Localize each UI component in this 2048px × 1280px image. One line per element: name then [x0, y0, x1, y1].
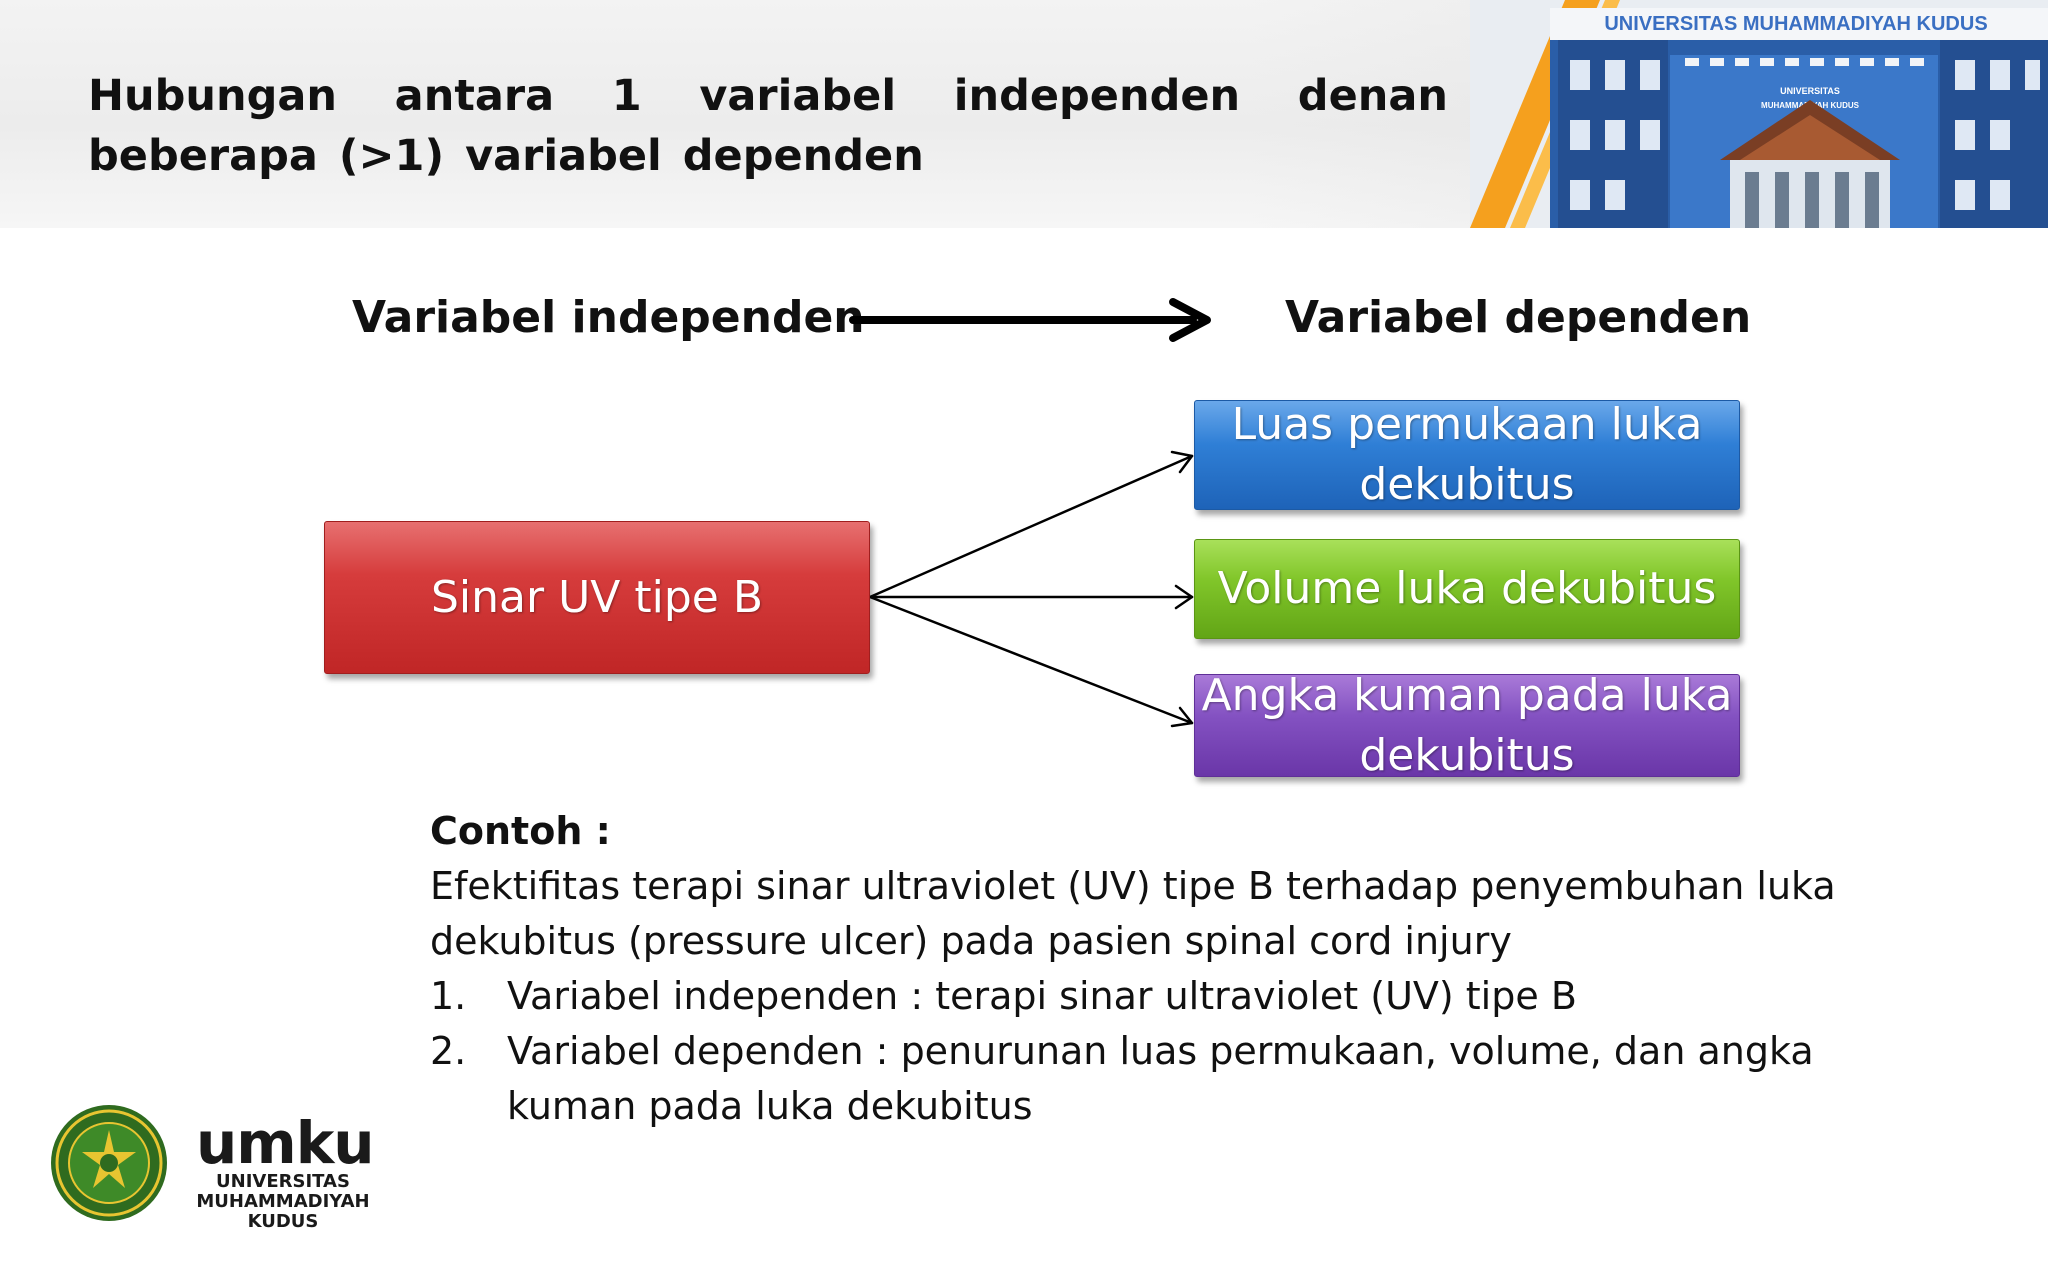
campus-building-photo: UNIVERSITAS MUHAMMADIYAH KUDUS UNIVERSIT… — [1470, 0, 2048, 228]
independent-variable-box: Sinar UV tipe B — [324, 521, 870, 674]
header-sign-text: UNIVERSITAS MUHAMMADIYAH KUDUS — [1604, 13, 1987, 35]
example-text: Efektifitas terapi sinar ultraviolet (UV… — [430, 864, 1836, 963]
heading-arrow — [849, 298, 1211, 342]
dependent-box-germ-count: Angka kuman pada luka dekubitus — [1194, 670, 1740, 781]
heading-dependent-variable: Variabel dependen — [1285, 292, 1752, 343]
logo-line-2: MUHAMMADIYAH — [196, 1191, 370, 1212]
arrow-to-volume — [868, 584, 1194, 610]
facade-text-1: UNIVERSITAS — [1780, 86, 1840, 96]
arrow-to-germ-count — [868, 595, 1194, 728]
dependent-box-label: Luas permukaan luka dekubitus — [1231, 399, 1703, 510]
dependent-box-volume: Volume luka dekubitus — [1194, 539, 1740, 639]
list-number: 2. — [430, 1029, 467, 1073]
list-item: 2. Variabel dependen : penurunan luas pe… — [430, 1024, 1930, 1134]
example-label: Contoh : — [430, 809, 611, 853]
list-item: 1. Variabel independen : terapi sinar ul… — [430, 969, 1930, 1024]
logo-line-1: UNIVERSITAS — [216, 1171, 350, 1192]
slide-title: Hubungan antara 1 variabel independen de… — [88, 71, 1448, 181]
list-text: Variabel dependen : penurunan luas permu… — [507, 1029, 1814, 1128]
example-section: Contoh : Efektifitas terapi sinar ultrav… — [430, 804, 1930, 1134]
independent-variable-label: Sinar UV tipe B — [430, 572, 764, 623]
logo-line-3: KUDUS — [247, 1211, 319, 1232]
muhammadiyah-seal-icon — [51, 1105, 167, 1221]
list-text: Variabel independen : terapi sinar ultra… — [507, 974, 1577, 1018]
example-list: 1. Variabel independen : terapi sinar ul… — [430, 969, 1930, 1134]
dependent-box-surface-area: Luas permukaan luka dekubitus — [1194, 399, 1740, 510]
list-number: 1. — [430, 974, 467, 1018]
logo-wordmark: umku — [196, 1109, 375, 1177]
dependent-box-label: Angka kuman pada luka dekubitus — [1201, 669, 1733, 781]
arrow-to-surface-area — [868, 450, 1194, 599]
heading-independent-variable: Variabel independen — [352, 292, 865, 343]
dependent-box-label: Volume luka dekubitus — [1217, 563, 1717, 614]
university-logo: umku UNIVERSITAS MUHAMMADIYAH KUDUS — [196, 1109, 375, 1232]
